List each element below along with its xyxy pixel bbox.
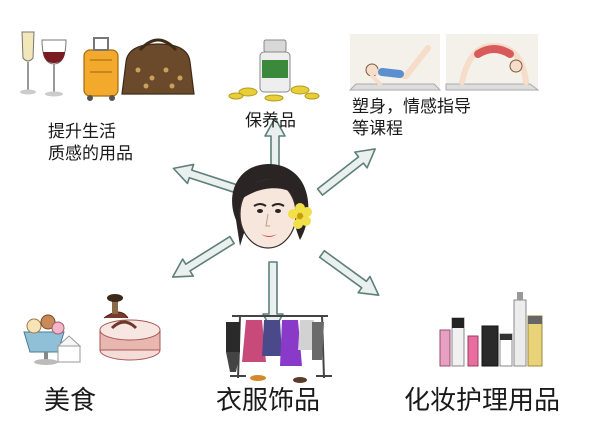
woman-face-icon (232, 164, 312, 249)
label-line: 等课程 (352, 119, 403, 139)
label-cosmetics: 化妆护理用品 (404, 386, 560, 416)
label-line: 化妆护理用品 (404, 386, 561, 416)
label-line: 塑身，情感指导 (352, 97, 471, 117)
yoga-pose-icon (348, 34, 540, 91)
label-line: 提升生活 (48, 122, 116, 142)
arrow-to-food (166, 230, 239, 287)
label-line: 衣服饰品 (216, 386, 321, 416)
label-courses: 塑身，情感指导 等课程 (352, 96, 471, 140)
label-food: 美食 (44, 386, 96, 416)
label-line: 保养品 (245, 111, 296, 131)
label-quality: 提升生活 质感的用品 (48, 121, 133, 165)
clothing-rack-icon (226, 315, 332, 383)
arrow-to-quality (169, 158, 244, 201)
label-clothing: 衣服饰品 (216, 386, 320, 416)
label-line: 质感的用品 (48, 144, 133, 164)
arrow-to-courses (313, 140, 383, 201)
cosmetics-bottles-icon (439, 292, 543, 367)
dessert-cake-icon (23, 294, 161, 365)
wine-luggage-handbag-icon (20, 31, 195, 101)
arrow-to-cosmetics (315, 245, 386, 305)
flower-icon (288, 203, 312, 229)
label-line: 美食 (44, 386, 97, 416)
label-supplements: 保养品 (245, 110, 296, 132)
supplement-bottle-icon (228, 39, 320, 102)
